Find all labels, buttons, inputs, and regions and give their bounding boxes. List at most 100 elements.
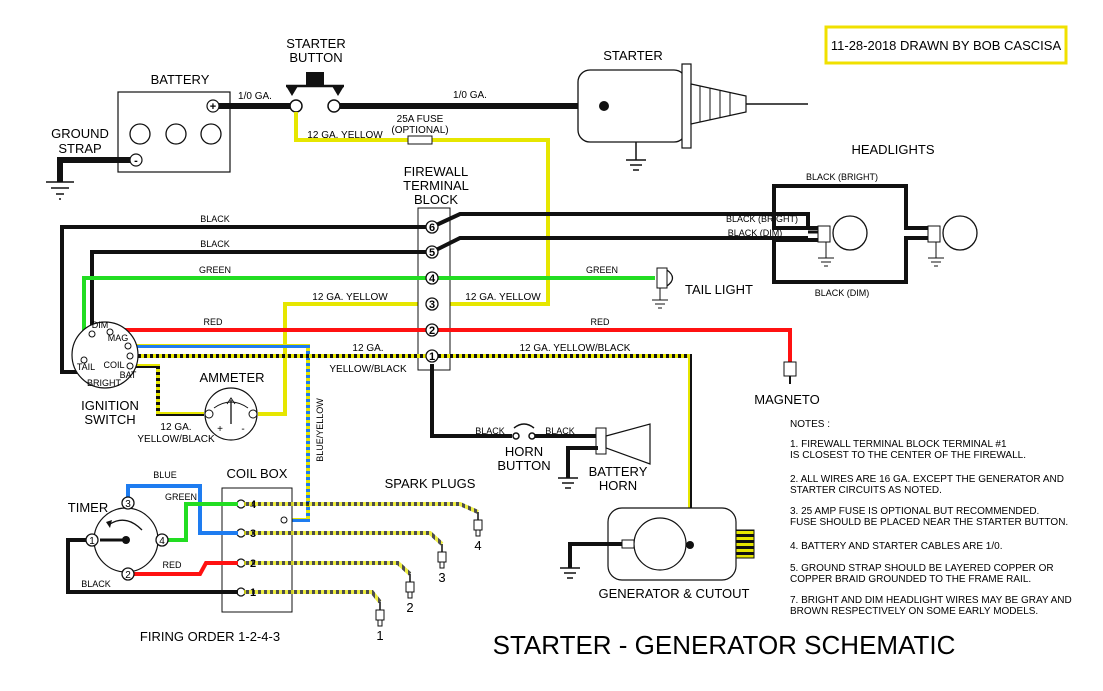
starter-button-label: STARTER <box>286 36 345 51</box>
tail-light <box>652 267 674 309</box>
timer-terminal-2: 2 <box>121 567 135 581</box>
generator <box>607 507 755 581</box>
timer <box>93 507 159 573</box>
battery-label: BATTERY <box>151 72 210 87</box>
spark-wire-2 <box>244 561 412 576</box>
timer-terminal-number: 2 <box>125 570 131 581</box>
starter-button-label-2: BUTTON <box>289 50 342 65</box>
ground-strap-wire <box>57 157 130 182</box>
blue-yellow-label: BLUE/YELLOW <box>315 398 325 462</box>
note-line: FUSE SHOULD BE PLACED NEAR THE STARTER B… <box>790 517 1068 528</box>
magneto-label: MAGNETO <box>754 392 820 407</box>
svg-text:-: - <box>134 155 138 167</box>
timer-terminal-number: 1 <box>89 536 95 547</box>
headlight-dim-loop <box>772 236 930 284</box>
switch-bright-label: BRIGHT <box>87 378 122 388</box>
green-label-left: GREEN <box>199 265 231 275</box>
horn-button-label-2: BUTTON <box>497 458 550 473</box>
block-terminal-4: 4 <box>425 271 439 285</box>
timer-blue-wire <box>126 484 238 535</box>
spark-plug-number: 3 <box>438 570 445 585</box>
black-dim-bottom-label: BLACK (DIM) <box>815 288 870 298</box>
firing-order-label: FIRING ORDER 1-2-4-3 <box>140 629 280 644</box>
yellow-black-label: YELLOW/BLACK <box>329 364 407 375</box>
starter-motor <box>577 63 808 149</box>
coil-box-label: COIL BOX <box>227 466 288 481</box>
black-dim-label: BLACK (DIM) <box>728 228 783 238</box>
notes-list: 1. FIREWALL TERMINAL BLOCK TERMINAL #1 I… <box>790 439 1072 617</box>
generator-label: GENERATOR & CUTOUT <box>599 586 750 601</box>
yellow-12ga-label-right: 12 GA. YELLOW <box>465 292 541 303</box>
timer-terminals: 3 4 1 2 <box>85 496 169 581</box>
note-line: 2. ALL WIRES ARE 16 GA. EXCEPT THE GENER… <box>790 474 1064 485</box>
block-terminal-2: 2 <box>425 323 439 337</box>
yellow-12ga-wire <box>258 112 550 416</box>
horn-black-label-1: BLACK <box>475 426 505 436</box>
spark-wire-3 <box>244 531 444 546</box>
battery: + - <box>117 91 231 173</box>
ammeter <box>204 387 258 441</box>
red-label-right: RED <box>590 317 610 327</box>
spark-plug-1: 1 <box>375 602 385 643</box>
horn-black-label-2: BLACK <box>545 426 575 436</box>
timer-terminal-3: 3 <box>121 496 135 510</box>
starter-cable-label: 1/0 GA. <box>453 90 487 101</box>
block-terminal-number: 5 <box>429 247 435 259</box>
black-bright-label: BLACK (BRIGHT) <box>726 214 798 224</box>
spark-plug-2: 2 <box>405 574 415 615</box>
switch-bat-label: BAT <box>120 370 137 380</box>
timer-red-wire <box>128 561 238 576</box>
note-line: 1. FIREWALL TERMINAL BLOCK TERMINAL #1 <box>790 439 1007 450</box>
schematic-title: STARTER - GENERATOR SCHEMATIC <box>493 630 956 660</box>
timer-terminal-4: 4 <box>155 533 169 547</box>
black-wire-6 <box>60 225 432 374</box>
battery-horn-label: BATTERY <box>589 464 648 479</box>
timer-black-label: BLACK <box>81 579 111 589</box>
switch-tail-label: TAIL <box>77 362 95 372</box>
starter-button <box>286 72 344 113</box>
note-line: 3. 25 AMP FUSE IS OPTIONAL BUT RECOMMEND… <box>790 506 1039 517</box>
timer-green-label: GREEN <box>165 492 197 502</box>
note-line: 7. BRIGHT AND DIM HEADLIGHT WIRES MAY BE… <box>790 595 1072 606</box>
battery-cable-label: 1/0 GA. <box>238 91 272 102</box>
red-label-left: RED <box>203 317 223 327</box>
red-wire <box>110 328 792 362</box>
ground-strap-label-2: STRAP <box>58 141 101 156</box>
timer-green-wire <box>162 502 238 542</box>
block-terminal-1: 1 <box>425 349 439 363</box>
starter-ground-symbol <box>626 159 646 171</box>
spark-wire-1 <box>244 590 382 604</box>
black-wire-5-label: BLACK <box>200 239 230 249</box>
fuse <box>407 135 433 145</box>
note-line: STARTER CIRCUITS AS NOTED. <box>790 485 942 496</box>
horn-ground-symbol <box>558 477 578 489</box>
timer-blue-label: BLUE <box>153 470 177 480</box>
headlight-bright-wire <box>431 212 810 230</box>
fuse-label-2: (OPTIONAL) <box>391 125 448 136</box>
headlight-right <box>927 215 978 267</box>
block-terminal-number: 2 <box>429 325 435 337</box>
note-line: 4. BATTERY AND STARTER CABLES ARE 1/0. <box>790 541 1003 552</box>
firewall-label-2: TERMINAL <box>403 178 469 193</box>
note-line: BROWN RESPECTIVELY ON SOME EARLY MODELS. <box>790 606 1038 617</box>
horn-button <box>512 423 536 440</box>
note-line: IS CLOSEST TO THE CENTER OF THE FIREWALL… <box>790 450 1026 461</box>
ammeter-label: AMMETER <box>200 370 265 385</box>
block-terminal-6: 6 <box>425 220 439 234</box>
block-terminal-5: 5 <box>425 245 439 259</box>
credit-box <box>824 25 1068 65</box>
ammeter-plus: + <box>217 424 223 435</box>
block-terminal-number: 6 <box>429 222 435 234</box>
headlight-left <box>817 215 868 267</box>
spark-plug-3: 3 <box>437 544 447 585</box>
note-line: COPPER BRAID GROUNDED TO THE FRAME RAIL. <box>790 574 1031 585</box>
ignition-label-2: SWITCH <box>84 412 135 427</box>
firewall-label: FIREWALL <box>404 164 469 179</box>
svg-text:+: + <box>210 101 216 113</box>
horn-feed-wire <box>430 364 512 438</box>
switch-dim-label: DIM <box>92 320 109 330</box>
battery-horn-label-2: HORN <box>599 478 637 493</box>
